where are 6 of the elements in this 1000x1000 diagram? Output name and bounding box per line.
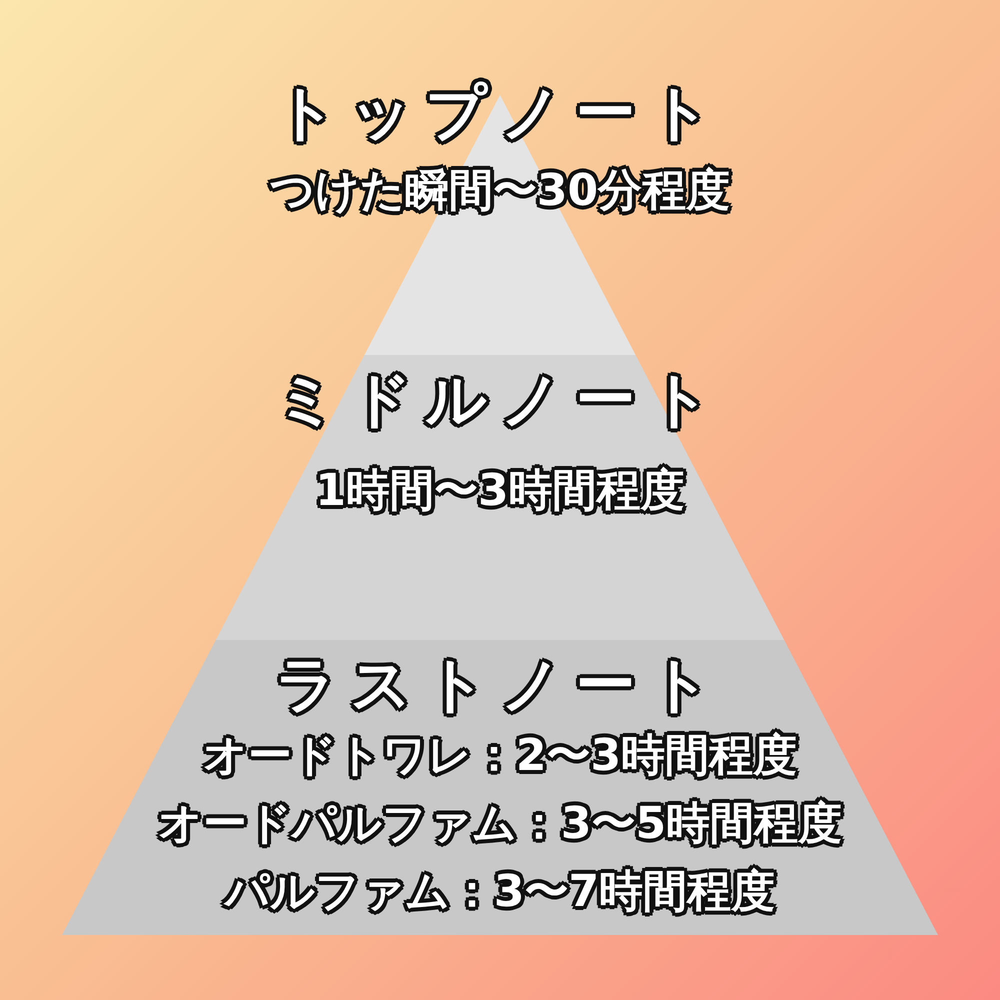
tier-heading: トップノート: [274, 80, 726, 146]
duration-text: 1時間〜3時間程度: [314, 467, 686, 516]
duration-text: オードパルファム：3〜5時間程度: [156, 800, 844, 848]
duration-text: パルファム：3〜7時間程度: [222, 868, 776, 916]
duration-text: オードトワレ：2〜3時間程度: [202, 732, 798, 780]
tier-heading: ミドルノート: [274, 367, 726, 433]
